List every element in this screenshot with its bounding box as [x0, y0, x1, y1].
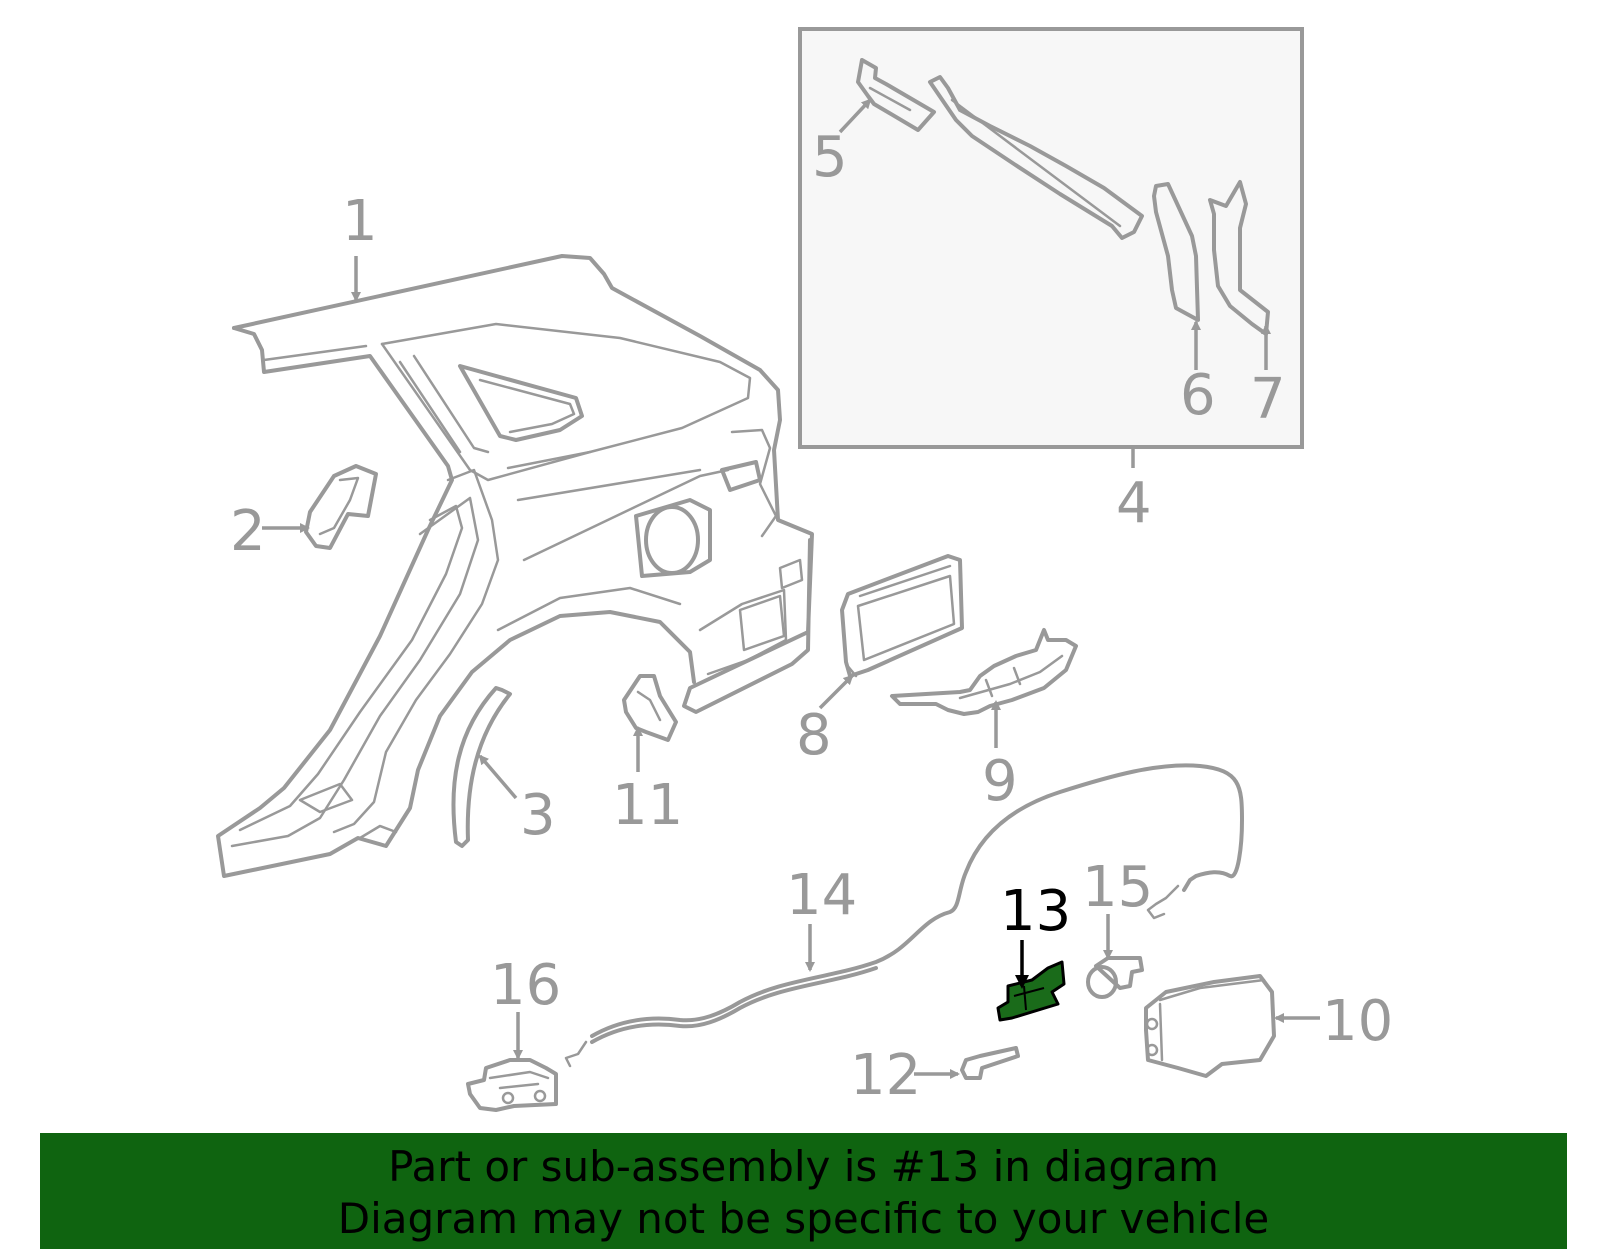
callout-15: 15	[1082, 855, 1153, 920]
inset-box-part-4	[798, 27, 1304, 449]
part-14-release-cable	[564, 763, 1244, 1068]
callout-13: 13	[1000, 879, 1071, 944]
part-7-pillar	[1208, 180, 1270, 336]
callout-9: 9	[982, 749, 1018, 814]
part-10-fuel-door	[1144, 974, 1276, 1078]
callout-11: 11	[612, 773, 683, 838]
part-1-quarter-panel	[216, 254, 814, 878]
callout-2: 2	[230, 499, 266, 564]
callout-16: 16	[490, 953, 561, 1018]
part-9-fuel-filler-bracket	[890, 628, 1078, 716]
callout-3: 3	[520, 783, 556, 848]
part-13-highlighted	[996, 960, 1066, 1022]
info-banner: Part or sub-assembly is #13 in diagram D…	[40, 1133, 1567, 1249]
banner-line-1: Part or sub-assembly is #13 in diagram	[388, 1142, 1219, 1191]
callout-10: 10	[1322, 989, 1393, 1054]
part-6-pillar	[1152, 182, 1200, 322]
part-2-bracket	[304, 464, 378, 550]
part-11-bracket	[622, 674, 678, 742]
part-5-bracket	[856, 58, 936, 132]
callout-14: 14	[786, 863, 857, 928]
part-12-bolt	[960, 1046, 1020, 1080]
callout-7: 7	[1250, 367, 1286, 432]
callout-12: 12	[850, 1043, 921, 1108]
part-4-reinforcement	[928, 75, 1144, 240]
callout-1: 1	[342, 189, 378, 254]
part-8-fuel-door-housing	[840, 554, 964, 678]
callout-8: 8	[796, 703, 832, 768]
callout-4: 4	[1116, 471, 1152, 536]
part-3-arch-molding	[451, 686, 512, 848]
callout-5: 5	[812, 125, 848, 190]
callout-6: 6	[1180, 363, 1216, 428]
part-16-opener-lever	[466, 1058, 558, 1112]
banner-line-2: Diagram may not be specific to your vehi…	[337, 1194, 1270, 1243]
part-15-fuel-door-plunger	[1086, 956, 1144, 999]
